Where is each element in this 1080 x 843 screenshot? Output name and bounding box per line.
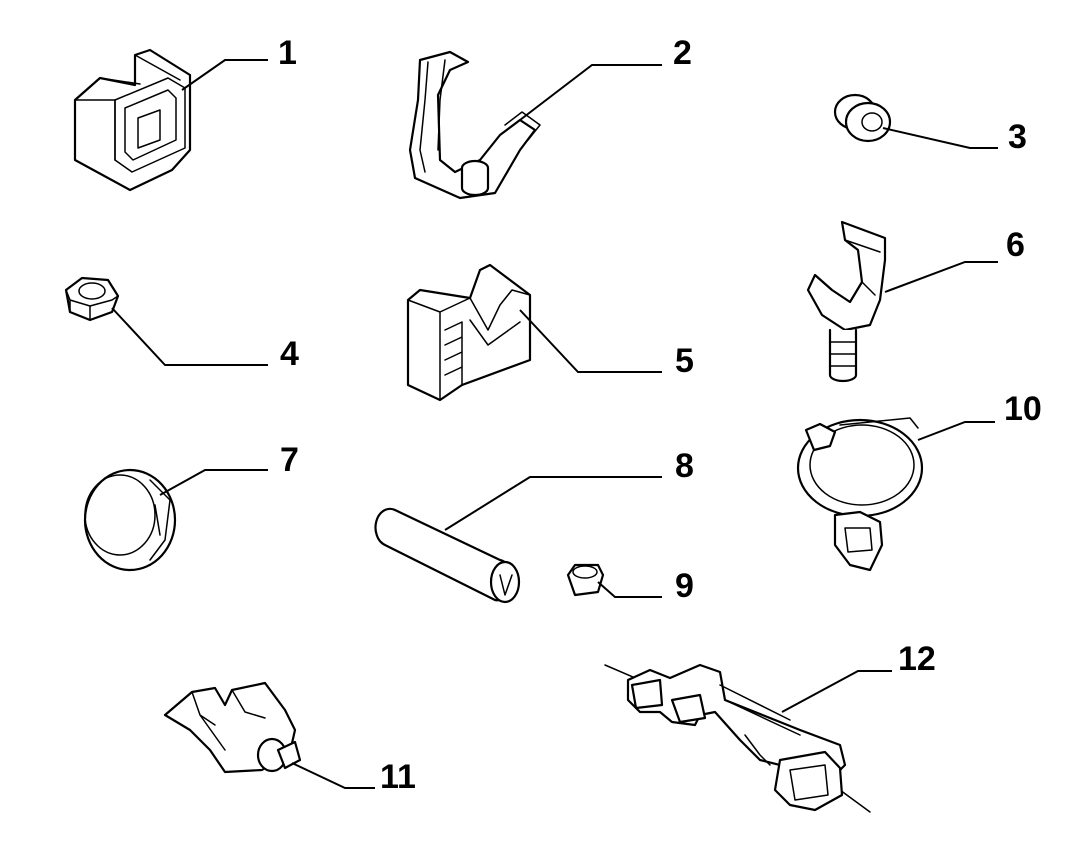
- leader-2: [519, 64, 662, 121]
- leader-9: [597, 581, 662, 598]
- callout-11: 11: [380, 758, 416, 796]
- leader-6: [884, 261, 998, 293]
- leader-10: [917, 421, 995, 441]
- leader-11: [291, 762, 375, 789]
- leader-lines: [111, 59, 998, 789]
- part-7-ring-clamp: [83, 468, 177, 572]
- callout-9: 9: [675, 567, 694, 605]
- leader-7: [159, 469, 268, 496]
- part-2-spring-clip: [408, 50, 541, 200]
- callout-6: 6: [1006, 226, 1025, 264]
- part-5-block-holder: [406, 263, 532, 402]
- part-11-pipe-clip: [163, 681, 302, 774]
- part-12-connector-bracket: [604, 663, 871, 813]
- leader-4: [111, 307, 268, 366]
- callout-8: 8: [675, 447, 694, 485]
- part-8-edge-trim: [374, 507, 521, 604]
- callout-10: 10: [1004, 390, 1042, 428]
- callout-12: 12: [898, 640, 936, 678]
- leader-12: [781, 670, 892, 713]
- leader-5: [519, 309, 662, 373]
- callout-7: 7: [280, 441, 299, 479]
- callout-4: 4: [280, 335, 299, 373]
- part-4-hex-nut: [64, 276, 120, 322]
- callout-2: 2: [673, 34, 692, 72]
- leader-8: [444, 476, 662, 531]
- part-9-bush: [566, 563, 605, 597]
- leader-1: [181, 59, 268, 91]
- callout-labels: 1 2 3 4 5 6 7 8 9 10 11 12: [278, 34, 1042, 796]
- part-10-strap-tie: [796, 417, 924, 572]
- part-1-clip-bracket: [73, 48, 192, 192]
- callout-3: 3: [1008, 118, 1027, 156]
- leader-3: [882, 127, 998, 149]
- callout-1: 1: [278, 34, 297, 72]
- part-3-grommet: [833, 93, 892, 143]
- part-6-hook-clip: [806, 220, 887, 383]
- callout-5: 5: [675, 342, 694, 380]
